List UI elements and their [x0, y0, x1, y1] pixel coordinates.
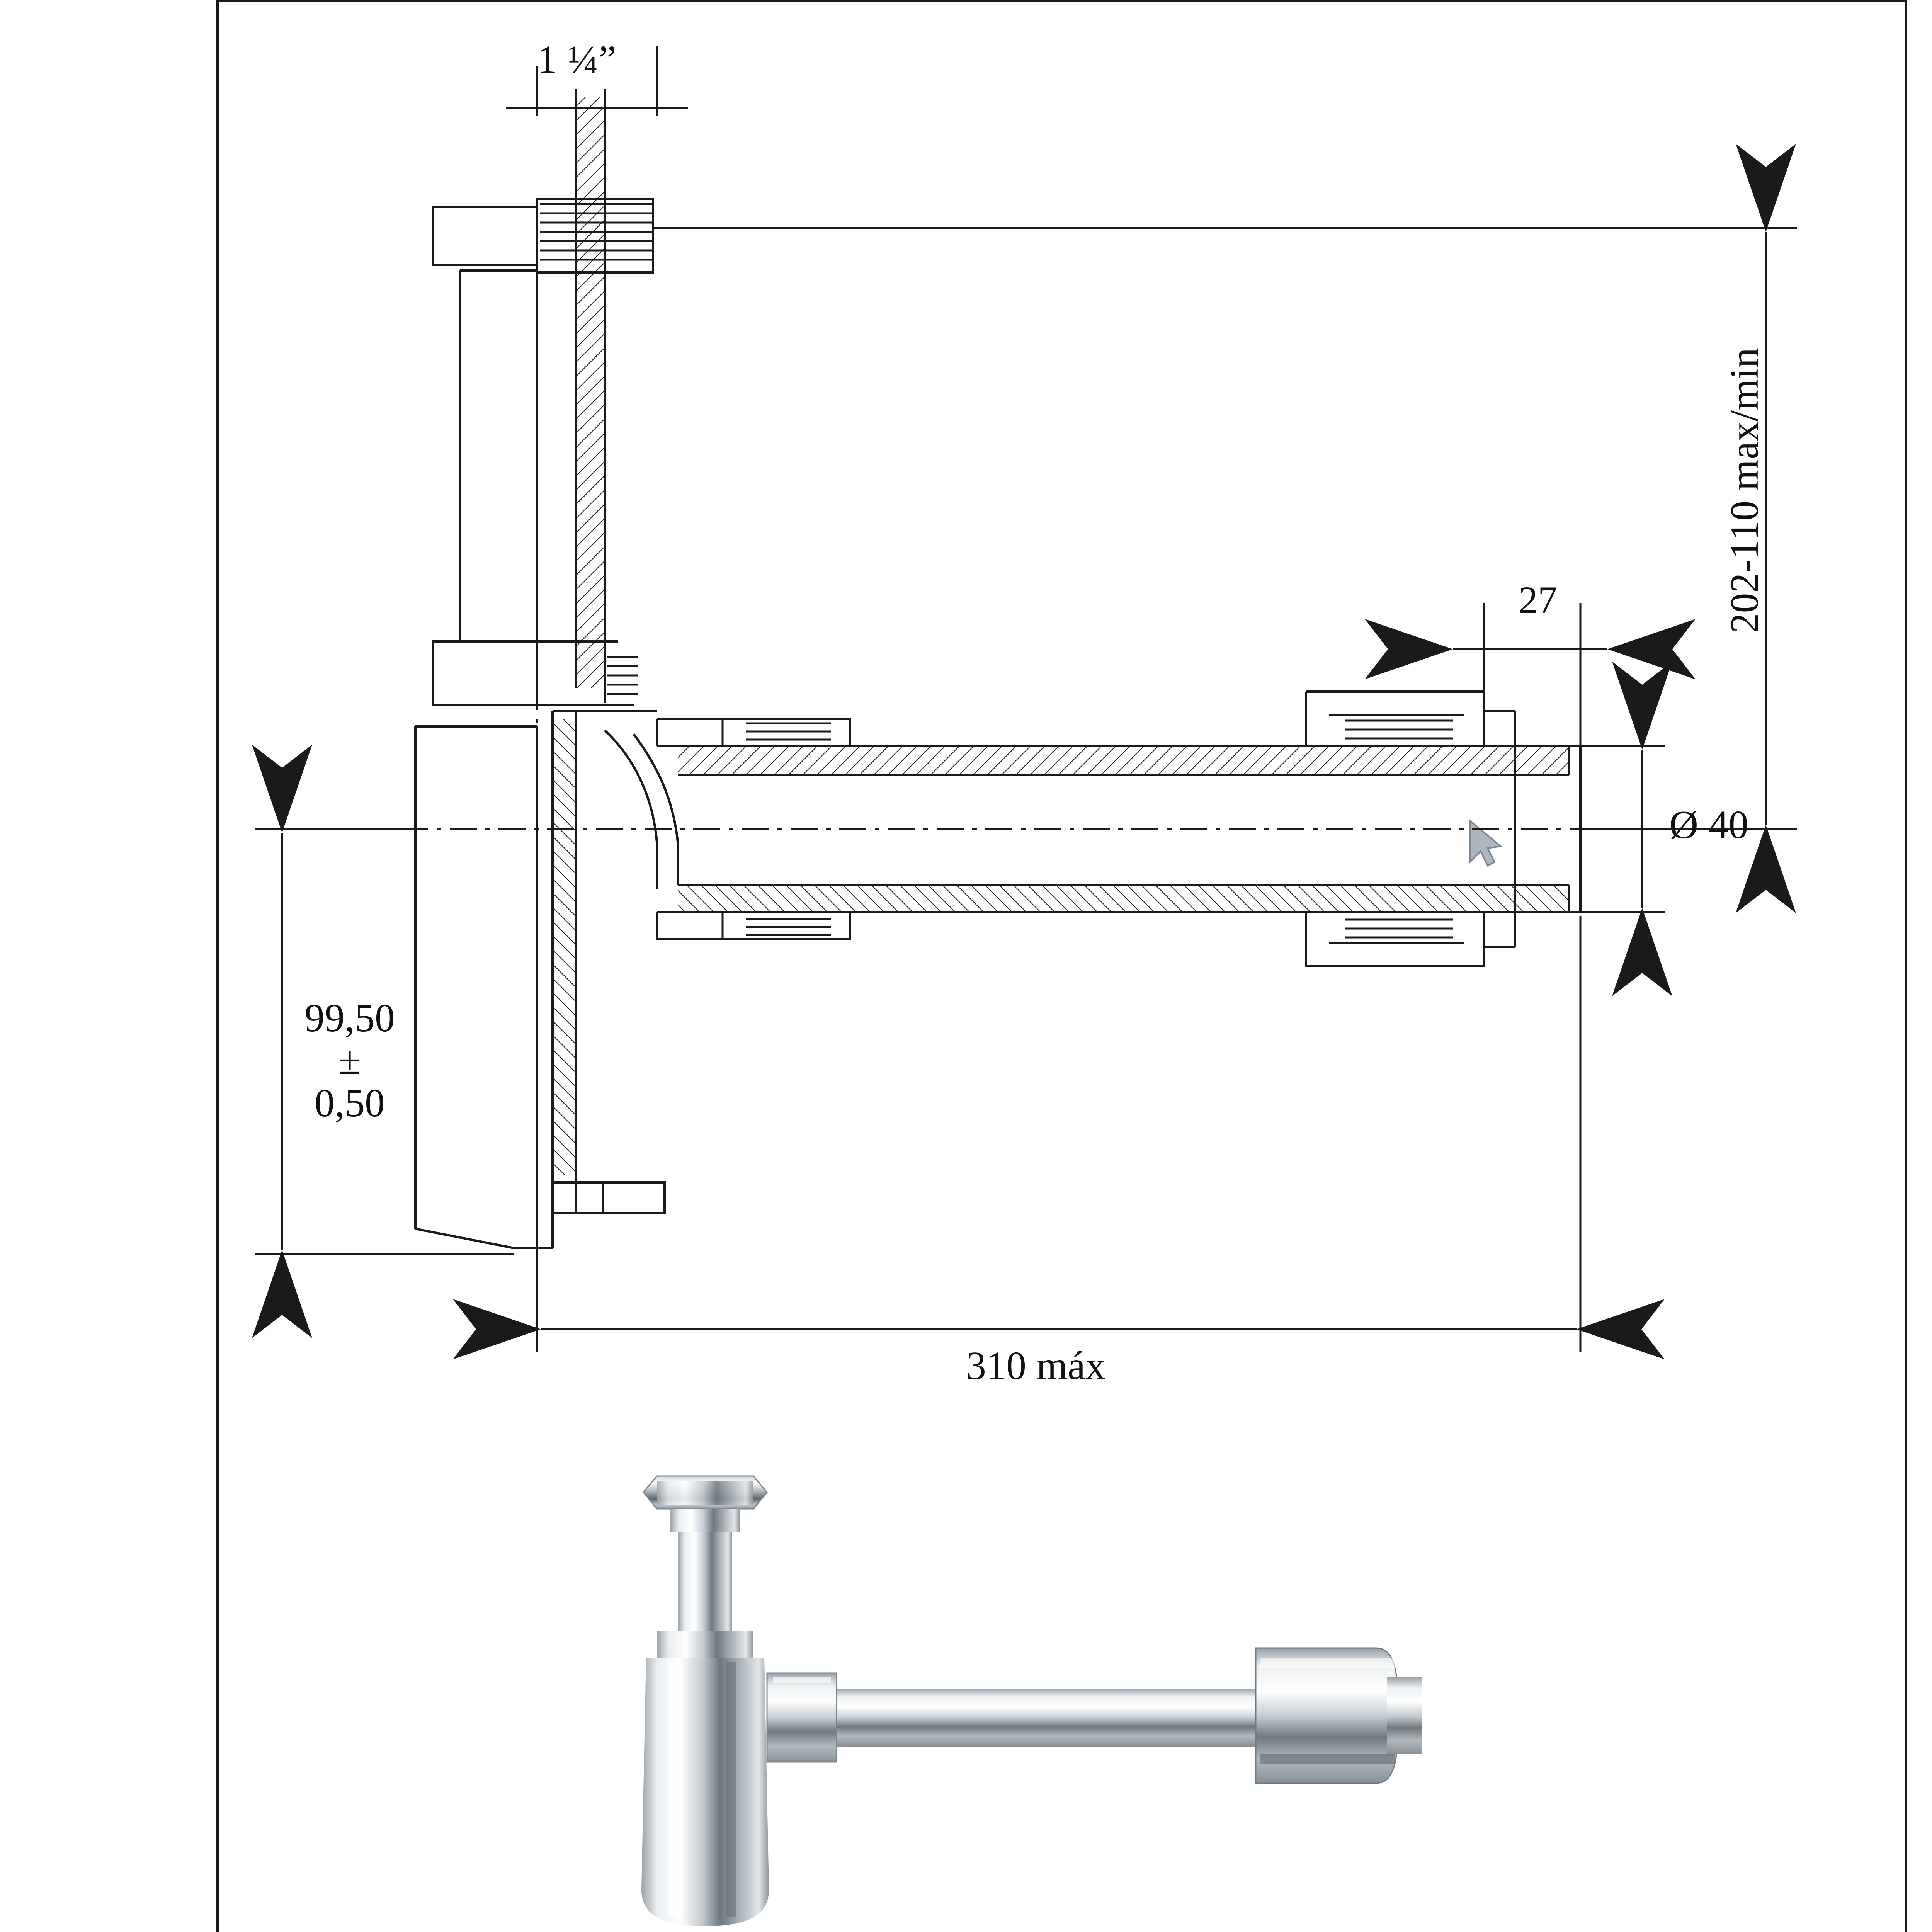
dimension-lines [252, 46, 1797, 1359]
dimension-label-outlet-length: 27 [1519, 578, 1557, 621]
sheet-border-right [1905, 0, 1907, 1932]
dimension-label-inlet-thread: 1 ¼” [537, 37, 617, 82]
sheet-border-left [216, 0, 219, 1932]
dimension-label-height-range: 202-110 max/min [1722, 348, 1767, 633]
dimension-label-outlet-diameter: Ø 40 [1669, 803, 1749, 847]
sheet-border-top [216, 0, 1907, 2]
dimension-label-max-reach: 310 máx [966, 1344, 1106, 1388]
dimension-label-bottle-height: 99,50 ± 0,50 [304, 996, 395, 1126]
product-photo [641, 1475, 1422, 1926]
section-view [255, 89, 1681, 1310]
